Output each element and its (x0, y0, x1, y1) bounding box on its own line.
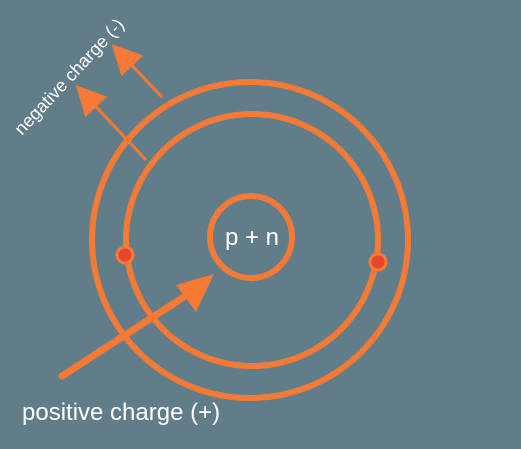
inner-orbit (123, 111, 381, 369)
nucleus (207, 193, 295, 281)
nucleus-label: p + n (225, 224, 279, 251)
negative-charge-arrow-outer (111, 44, 164, 99)
electron-left (115, 245, 135, 265)
outer-orbit (89, 79, 411, 401)
negative-charge-arrow-inner (75, 85, 148, 162)
positive-charge-arrow (58, 274, 214, 380)
positive-charge-label: positive charge (+) (22, 399, 220, 426)
electron-right (368, 252, 388, 272)
